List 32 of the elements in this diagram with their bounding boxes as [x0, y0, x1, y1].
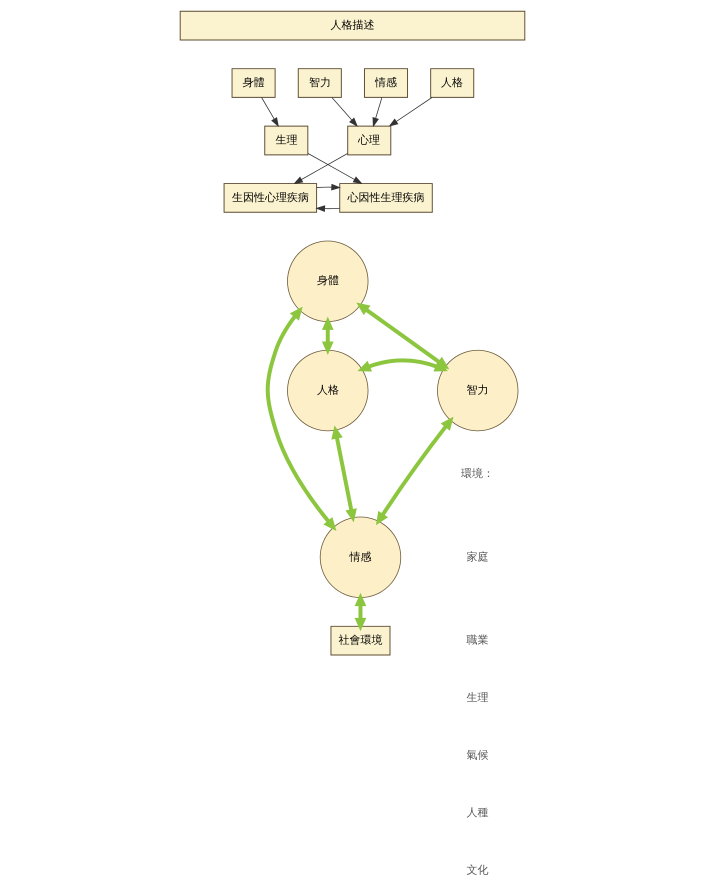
label: 職業: [466, 634, 488, 647]
arrow: [331, 97, 358, 127]
label: 環境：: [460, 466, 494, 480]
arrow: [321, 316, 334, 355]
arrow: [314, 205, 340, 212]
node-box: 人格: [430, 68, 474, 98]
label: 文化: [466, 863, 488, 876]
arrow: [330, 425, 356, 522]
arrow: [375, 416, 454, 526]
arrow: [307, 152, 362, 184]
arrow: [316, 184, 340, 191]
node-box: 智力: [297, 68, 342, 98]
label: 生理: [466, 691, 488, 704]
arrow: [372, 97, 382, 128]
node-box: 心因性生理疾病: [338, 183, 432, 213]
node-box: 生因性心理疾病: [223, 183, 317, 213]
arrow: [265, 306, 336, 531]
arrow: [354, 592, 366, 632]
arrow: [356, 358, 448, 372]
node-box: 社會環境: [330, 626, 390, 656]
node-box: 人格描述: [179, 10, 525, 40]
label: 人種: [466, 806, 488, 819]
node-box: 生理: [264, 126, 308, 156]
arrow: [388, 97, 432, 127]
node-circle: 人格: [286, 350, 368, 432]
label: 家庭: [466, 550, 488, 564]
node-box: 心理: [346, 126, 391, 156]
node-box: 情感: [363, 68, 408, 98]
node-box: 身體: [231, 68, 276, 98]
arrow: [292, 153, 348, 184]
arrow: [260, 97, 278, 128]
label: 氣候: [466, 748, 488, 762]
